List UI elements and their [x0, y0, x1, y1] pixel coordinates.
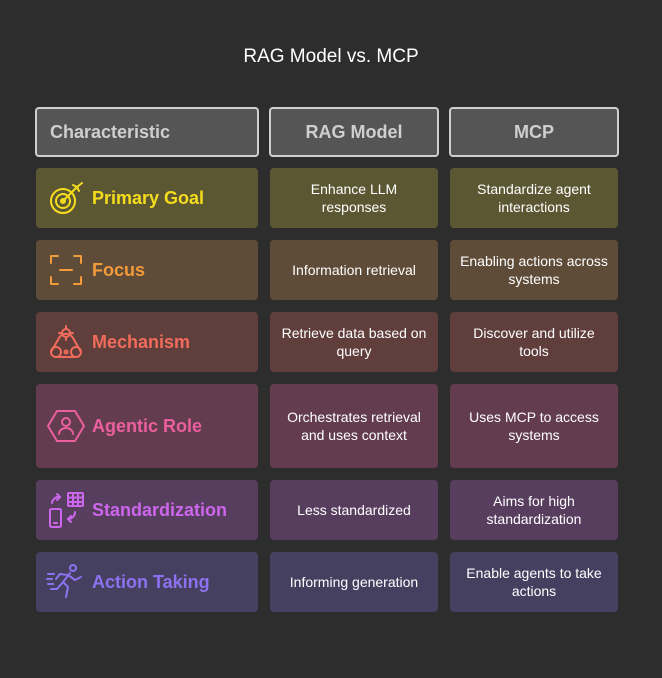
page-title: RAG Model vs. MCP [243, 46, 419, 67]
row-action-taking-label: Action Taking [92, 571, 210, 592]
row-action-taking-mcp-text: Enable agents to take actions [466, 565, 602, 599]
row-agentic-role-rag-text: Orchestrates retrieval and uses context [287, 409, 421, 443]
header-rag-model: RAG Model [269, 107, 439, 157]
row-focus-label: Focus [92, 259, 146, 280]
header-characteristic-label: Characteristic [50, 121, 171, 142]
row-focus-rag: Information retrieval [270, 240, 438, 300]
row-standardization-label: Standardization [92, 499, 228, 520]
target-icon [46, 178, 86, 218]
row-primary-goal-rag: Enhance LLM responses [270, 168, 438, 228]
header-characteristic: Characteristic [35, 107, 259, 157]
row-mechanism-rag-text: Retrieve data based on query [281, 325, 427, 359]
row-focus-mcp: Enabling actions across systems [450, 240, 618, 300]
row-standardization-rag-text: Less standardized [297, 502, 411, 518]
row-standardization-mcp: Aims for high standardization [450, 480, 618, 540]
device-sync-icon [46, 490, 86, 530]
focus-frame-icon [46, 250, 86, 290]
row-primary-goal-characteristic: Primary Goal [36, 168, 258, 228]
row-agentic-role-label: Agentic Role [92, 415, 203, 436]
header-mcp: MCP [449, 107, 619, 157]
row-agentic-role-mcp-text: Uses MCP to access systems [469, 409, 599, 443]
row-focus-mcp-text: Enabling actions across systems [460, 253, 608, 287]
row-standardization-mcp-text: Aims for high standardization [486, 493, 582, 527]
row-primary-goal-mcp: Standardize agent interactions [450, 168, 618, 228]
row-focus-characteristic: Focus [36, 240, 258, 300]
row-mechanism-mcp-text: Discover and utilize tools [473, 325, 595, 359]
running-person-icon [46, 562, 86, 602]
row-action-taking-rag: Informing generation [270, 552, 438, 612]
row-agentic-role-rag: Orchestrates retrieval and uses context [270, 384, 438, 468]
row-standardization-rag: Less standardized [270, 480, 438, 540]
header-rag-model-label: RAG Model [305, 121, 403, 142]
row-mechanism-rag: Retrieve data based on query [270, 312, 438, 372]
row-primary-goal-rag-text: Enhance LLM responses [310, 181, 398, 215]
row-action-taking-characteristic: Action Taking [36, 552, 258, 612]
row-mechanism-characteristic: Mechanism [36, 312, 258, 372]
row-primary-goal-label: Primary Goal [92, 187, 205, 208]
row-primary-goal-mcp-text: Standardize agent interactions [477, 181, 591, 215]
header-mcp-label: MCP [514, 121, 554, 142]
row-focus-rag-text: Information retrieval [292, 262, 416, 278]
row-action-taking-rag-text: Informing generation [289, 574, 419, 590]
hexagon-user-icon [46, 406, 86, 446]
row-standardization-characteristic: Standardization [36, 480, 258, 540]
row-agentic-role-mcp: Uses MCP to access systems [450, 384, 618, 468]
row-mechanism-mcp: Discover and utilize tools [450, 312, 618, 372]
row-mechanism-label: Mechanism [92, 331, 191, 352]
row-action-taking-mcp: Enable agents to take actions [450, 552, 618, 612]
row-agentic-role-characteristic: Agentic Role [36, 384, 258, 468]
gear-pulley-icon [46, 322, 86, 362]
